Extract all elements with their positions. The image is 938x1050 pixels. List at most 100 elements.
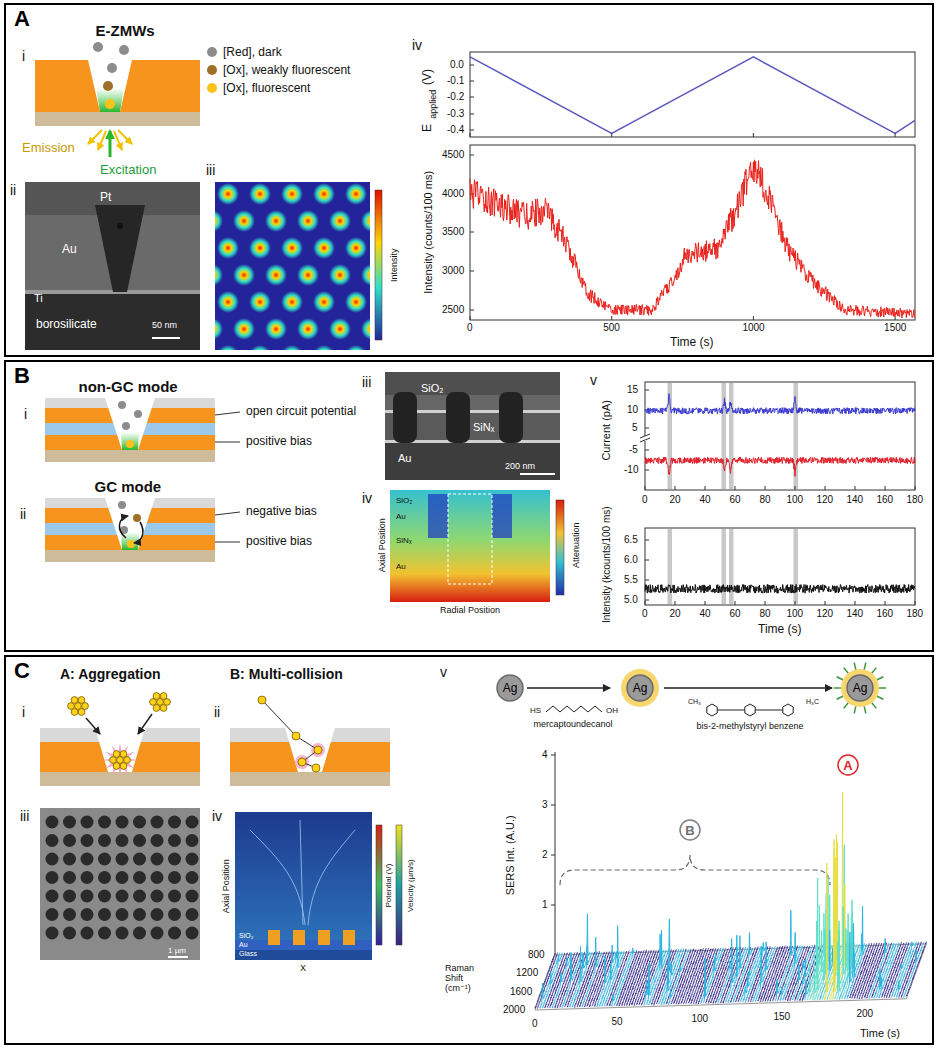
flow-simulation (300, 820, 303, 925)
sem-hole (46, 834, 59, 847)
particle-scheme (527, 687, 610, 689)
tick-label: -0.1 (447, 75, 464, 87)
intensity-spot (215, 210, 223, 232)
intensity-spot (313, 345, 335, 350)
subpanel-numeral: v (440, 664, 447, 680)
axis-tick (470, 316, 471, 320)
flow-simulation (235, 950, 372, 960)
nanoparticle-cluster (120, 751, 127, 758)
axis-tick (645, 390, 649, 391)
ezmw-schematic (114, 131, 122, 150)
attenuation-map (390, 490, 550, 602)
sem-image (25, 182, 200, 350)
ligand-spike (837, 696, 843, 699)
sem-hole (186, 853, 199, 866)
axis-tick (645, 600, 649, 601)
sem-hole (98, 834, 111, 847)
tick-label: 3000 (442, 265, 464, 277)
sem-image (117, 223, 123, 229)
tick-label: 80 (760, 608, 771, 620)
axis-tick (915, 601, 916, 605)
tick-label: 120 (817, 608, 834, 620)
sem-hole (186, 927, 199, 940)
sem-hole (63, 871, 76, 884)
axis-tick (753, 133, 754, 137)
sem-hole (46, 908, 59, 921)
sem-hole (81, 908, 94, 921)
intensity-spot (281, 345, 303, 350)
sem-hole (151, 908, 164, 921)
axis-tick (470, 81, 474, 82)
tick-label: 0 (467, 322, 473, 334)
gc-schematic (215, 542, 240, 543)
tick-label: 4 (542, 749, 548, 761)
voltage-plot (470, 52, 915, 137)
legend-entry: [Ox], weakly fluorescent (207, 62, 350, 78)
sem-hole (81, 816, 94, 829)
axis-tick (470, 65, 915, 905)
axis-tick (795, 486, 796, 490)
axis-tick (795, 601, 796, 605)
part-label: Excitation (100, 163, 156, 178)
intensity-spot (361, 210, 370, 232)
axis-title: Axial Position (221, 859, 231, 913)
part-label: open circuit potential (246, 405, 356, 419)
particle-scheme (841, 669, 879, 707)
part-label: Au (396, 512, 406, 521)
intensity-spot (345, 291, 367, 313)
part-label: H₃C (806, 698, 819, 706)
subpanel-numeral: ii (10, 182, 16, 198)
sem-hole (116, 834, 129, 847)
legend-swatch (207, 83, 217, 93)
sem-hole (168, 834, 181, 847)
ezmw-schematic (35, 60, 200, 112)
current-plot (640, 438, 650, 442)
axis-tick (885, 601, 886, 605)
ligand-spike (837, 677, 843, 680)
collision-schematic (298, 758, 306, 766)
callout-letter: A (843, 759, 852, 772)
gc-schematic (45, 550, 215, 562)
intensity-spot (215, 264, 223, 286)
flow-simulation (293, 930, 305, 945)
non-gc-schematic (215, 412, 240, 415)
tick-label: 0 (642, 494, 648, 506)
nanoparticle-cluster (113, 763, 120, 770)
axis-tick (645, 540, 649, 541)
axis-tick (705, 601, 706, 605)
flow-simulation (376, 825, 382, 945)
non-gc-schematic (215, 442, 240, 443)
tick-label: 4000 (442, 188, 464, 200)
nanoparticle-cluster (153, 705, 160, 712)
ezmw-schematic (35, 112, 200, 126)
nanoparticle-cluster (68, 697, 89, 716)
current-plot (645, 382, 915, 490)
axis-tick (675, 601, 676, 605)
tick-label: 5.5 (624, 574, 638, 586)
axis-tick (915, 486, 916, 490)
sem-image (152, 337, 180, 339)
nanoparticle-cluster (78, 697, 85, 704)
ezmw-schematic (93, 42, 103, 52)
collision-schematic (314, 746, 322, 754)
sem-hole (186, 908, 199, 921)
gc-schematic (45, 498, 240, 562)
axis-tick (855, 486, 856, 490)
sem-hole (133, 890, 146, 903)
axis-tick (611, 133, 612, 137)
axis-tick (645, 601, 646, 605)
axis-tick (765, 486, 766, 490)
panel-heading: B: Multi-collision (230, 666, 343, 682)
sem-cross-section (499, 392, 523, 443)
part-label: SiO₂ (239, 932, 253, 940)
sem-image (25, 182, 200, 350)
current-plot (729, 383, 734, 489)
sem-hole (133, 834, 146, 847)
ezmw-schematic (109, 131, 112, 157)
non-gc-schematic (121, 432, 139, 450)
panel-letter: C (14, 659, 30, 683)
nanoparticle-cluster (71, 697, 78, 704)
intensity-spot (249, 291, 271, 313)
sem-hole (63, 890, 76, 903)
